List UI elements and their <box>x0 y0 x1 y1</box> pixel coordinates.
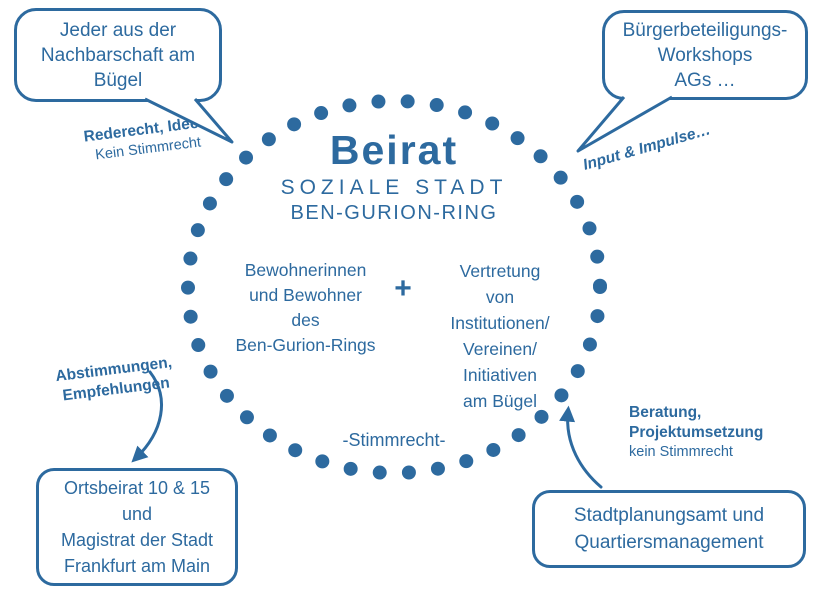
label-input-impulse-bold: Input & Impulse… <box>581 121 713 174</box>
box-ortsbeirat-magistrat: Ortsbeirat 10 & 15 und Magistrat der Sta… <box>36 468 238 586</box>
bubble-neighbourhood-text: Jeder aus der Nachbarschaft am Bügel <box>40 19 196 91</box>
bubble-workshops-text: Bürgerbeteiligungs- Workshops AGs … <box>622 19 788 91</box>
bubble-workshops: Bürgerbeteiligungs- Workshops AGs … <box>602 10 808 100</box>
label-beratung: Beratung, Projektumsetzung kein Stimmrec… <box>629 403 799 462</box>
box-stadtplanungsamt-text: Stadtplanungsamt und Quartiersmanagement <box>573 505 765 553</box>
box-stadtplanungsamt: Stadtplanungsamt und Quartiersmanagement <box>532 490 806 568</box>
circle-members-residents: Bewohnerinnen und Bewohner des Ben-Gurio… <box>235 260 376 355</box>
label-beratung-bold: Beratung, Projektumsetzung <box>629 404 764 441</box>
circle-title: Beirat <box>329 127 459 173</box>
label-rederecht: Rederecht, Ideen Kein Stimmrecht <box>70 111 224 168</box>
label-abstimmungen-bold: Abstimmungen, Empfehlungen <box>54 354 173 405</box>
label-input-impulse: Input & Impulse… <box>572 118 722 179</box>
bubble-neighbourhood: Jeder aus der Nachbarschaft am Bügel <box>14 8 222 102</box>
arrow-from-stadtplanungsamt <box>559 405 603 489</box>
circle-members-institutions: Vertretung von Institutionen/ Vereinen/ … <box>450 261 550 411</box>
plus-sign: + <box>394 272 412 305</box>
circle-subtitle-soziale-stadt: SOZIALE STADT <box>280 176 508 199</box>
label-abstimmungen: Abstimmungen, Empfehlungen <box>38 351 192 409</box>
circle-subtitle-ben-gurion-ring: BEN-GURION-RING <box>290 202 498 224</box>
box-ortsbeirat-magistrat-text: Ortsbeirat 10 & 15 und Magistrat der Sta… <box>60 478 214 576</box>
circle-voting-note: -Stimmrecht- <box>342 430 446 450</box>
label-beratung-plain: kein Stimmrecht <box>629 444 733 460</box>
